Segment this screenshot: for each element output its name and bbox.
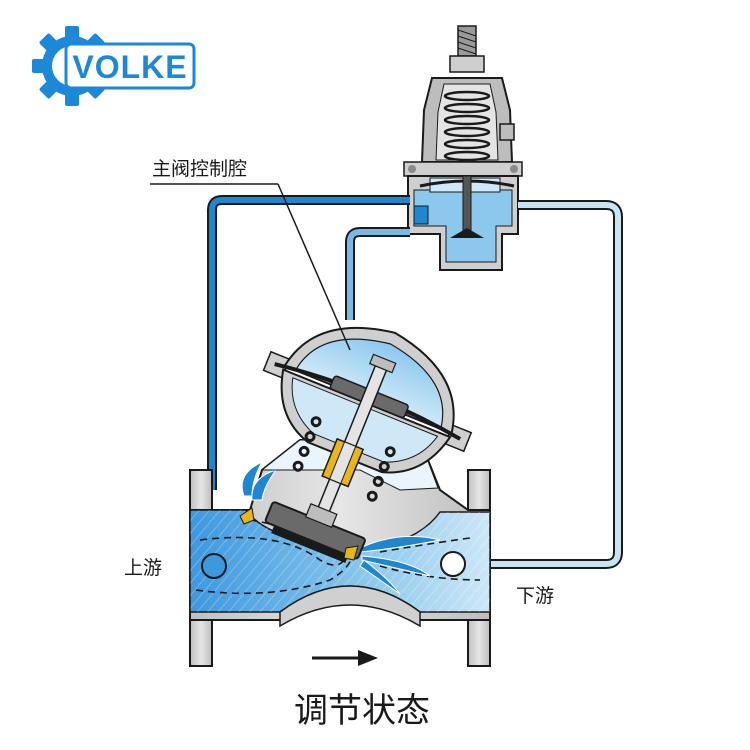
outlet-jets	[359, 535, 441, 595]
bonnet-assembly	[262, 326, 473, 563]
volke-logo: VOLKE	[32, 26, 196, 106]
control-pipes	[207, 195, 623, 569]
label-control-chamber: 主阀控制腔	[150, 158, 351, 351]
logo-box	[64, 42, 196, 90]
upstream-label: 上游	[124, 557, 162, 579]
inlet-jets	[241, 460, 278, 501]
seat-ring-left	[239, 507, 255, 525]
downstream-port	[440, 551, 466, 577]
seat-ring-right	[343, 545, 359, 561]
chamber-pipe	[345, 227, 410, 320]
control-chamber-label: 主阀控制腔	[152, 158, 247, 180]
outlet-flange-top	[467, 469, 491, 511]
outlet-flange-bottom	[467, 619, 491, 667]
downstream-label: 下游	[516, 585, 554, 607]
arrow-right-icon	[312, 650, 378, 666]
main-valve	[189, 439, 491, 667]
state-caption: 调节状态	[294, 691, 430, 731]
logo-text: VOLKE	[72, 49, 187, 85]
inlet-flange-bottom	[189, 619, 213, 667]
leader-line-diagonal	[277, 183, 351, 351]
upstream-port	[201, 553, 227, 579]
inlet-flange-top	[189, 469, 213, 511]
pilot-valve	[403, 25, 523, 271]
